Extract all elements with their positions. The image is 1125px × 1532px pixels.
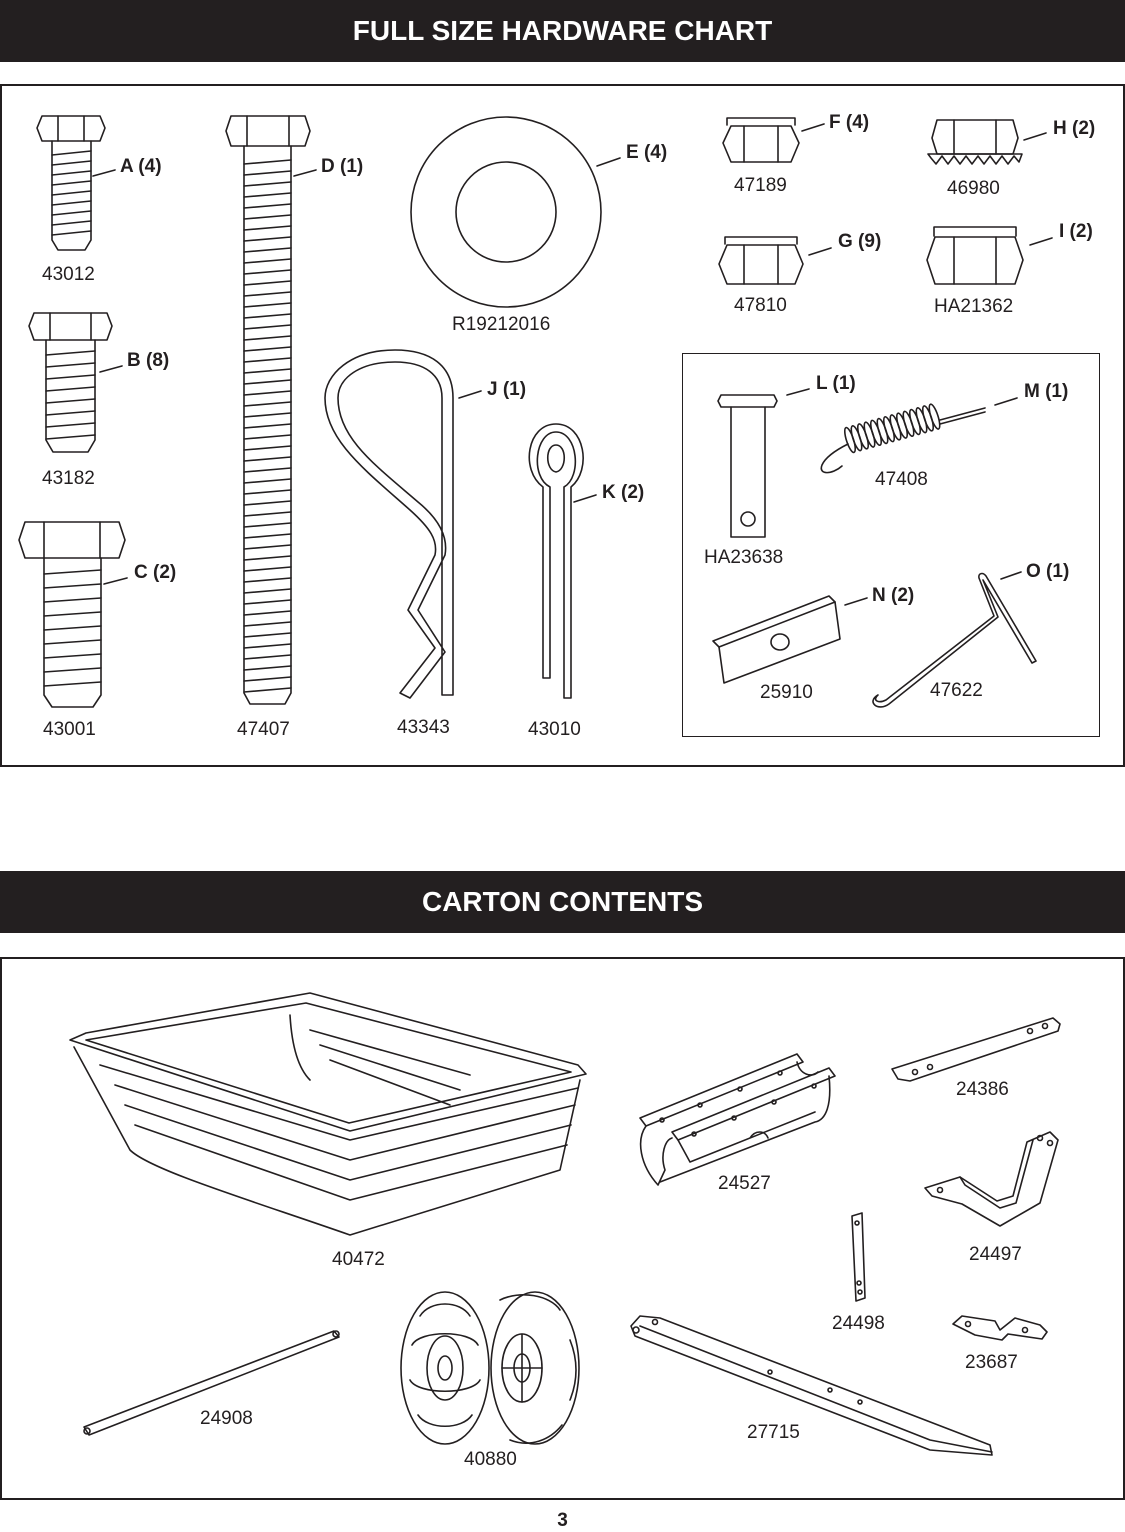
strap-24386-drawing [892,1018,1060,1081]
nut-g-drawing [719,237,831,284]
hardware-chart-box [0,84,1125,767]
handle-27715-drawing [631,1316,992,1455]
part-number-l: HA23638 [704,547,784,568]
label-a: A (4) [120,156,162,177]
nut-h-drawing [928,120,1046,164]
bolt-b-drawing [29,313,122,452]
part-number-a: 43012 [42,264,95,285]
part-number-strap: 24386 [956,1079,1009,1100]
bracket-24497-drawing [925,1132,1058,1226]
axle-24908-drawing [84,1331,339,1435]
part-number-j: 43343 [397,717,450,738]
link-24498-drawing [852,1213,865,1301]
part-number-d: 47407 [237,719,290,740]
label-f: F (4) [829,112,870,133]
part-number-e: R19212016 [452,314,551,335]
part-number-handle: 27715 [747,1422,800,1443]
label-h: H (2) [1053,118,1096,139]
label-k: K (2) [602,482,645,503]
page-number: 3 [557,1510,568,1531]
label-g: G (9) [838,231,882,252]
part-number-c: 43001 [43,719,96,740]
part-number-m: 47408 [875,469,928,490]
bolt-c-drawing [19,522,127,707]
part-number-i: HA21362 [934,296,1014,317]
part-number-g: 47810 [734,295,787,316]
hardware-chart-title: FULL SIZE HARDWARE CHART [352,15,773,46]
part-number-k: 43010 [528,719,581,740]
label-m: M (1) [1024,381,1069,402]
carton-contents-header: CARTON CONTENTS [0,871,1125,933]
part-number-clip: 23687 [965,1352,1018,1373]
hardware-chart-header: FULL SIZE HARDWARE CHART [0,0,1125,62]
cotter-k-drawing [529,424,596,698]
wheels-40880-drawing [401,1292,579,1444]
part-number-frame: 24527 [718,1173,771,1194]
label-b: B (8) [127,350,170,371]
label-e: E (4) [626,142,668,163]
angle-n-drawing [713,596,867,683]
part-number-tub: 40472 [332,1249,385,1270]
washer-e-drawing [411,117,620,307]
bolt-d-drawing [226,116,316,704]
hardware-sub-box [682,353,1100,737]
bolt-a-drawing [37,116,115,250]
spring-m-drawing [821,398,1017,473]
part-number-h: 46980 [947,178,1000,199]
nut-i-drawing [927,227,1052,284]
part-number-bracket: 24497 [969,1244,1022,1265]
label-n: N (2) [872,585,915,606]
part-number-wheels: 40880 [464,1449,517,1470]
label-i: I (2) [1059,221,1093,242]
part-number-f: 47189 [734,175,787,196]
label-d: D (1) [321,156,364,177]
hairpin-j-drawing [325,350,481,698]
tub-drawing [70,993,586,1235]
label-o: O (1) [1026,561,1070,582]
carton-contents-box [0,957,1125,1500]
label-j: J (1) [487,379,527,400]
frame-24527-drawing [640,1054,835,1185]
label-c: C (2) [134,562,177,583]
part-number-o: 47622 [930,680,983,701]
part-number-axle: 24908 [200,1408,253,1429]
nut-f-drawing [723,118,824,162]
part-number-link: 24498 [832,1313,885,1334]
part-number-b: 43182 [42,468,95,489]
clip-23687-drawing [953,1316,1047,1340]
rod-o-drawing [873,572,1036,707]
part-number-n: 25910 [760,682,813,703]
label-l: L (1) [816,373,856,394]
carton-contents-title: CARTON CONTENTS [421,886,704,917]
clevis-pin-l-drawing [718,389,809,537]
